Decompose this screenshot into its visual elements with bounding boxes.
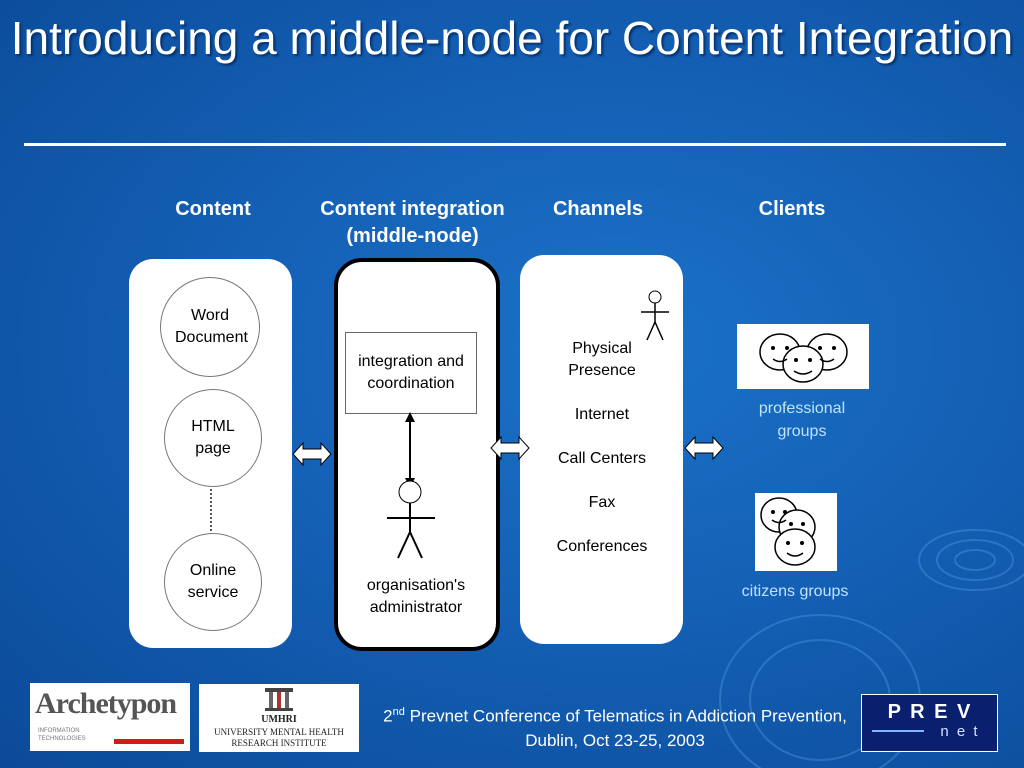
prevnet-logo-bottom: n e t [940,723,980,740]
title-divider [24,143,1006,146]
integration-box-label: integration and coordination [358,353,464,392]
administrator-figure-icon [387,480,435,559]
channel-fax: Fax [588,494,616,511]
umhri-logo-short: UMHRI [261,714,297,725]
column-header-channels: Channels [552,198,644,220]
content-item-word-document: Word Document [160,277,260,377]
slide-title: Introducing a middle-node for Content In… [10,12,1014,64]
channel-conferences: Conferences [556,538,648,555]
content-item-label: Word Document [175,307,248,346]
slide-footer: 2nd Prevnet Conference of Telematics in … [380,700,850,753]
umhri-pillar-icon [265,688,293,711]
double-arrow-vertical [405,412,415,488]
channels-panel [520,255,683,644]
channel-internet: Internet [574,406,630,423]
double-arrow-channels-clients [684,435,724,461]
archetypon-logo-sub: INFORMATION TECHNOLOGIES [38,728,86,742]
prevnet-logo: P R E V n e t [861,694,998,752]
archetypon-logo-bar [114,739,184,744]
citizens-groups-faces-icon [755,493,837,571]
column-header-clients: Clients [758,198,826,220]
professional-groups-faces-icon [737,324,869,389]
person-figure-icon [641,290,669,341]
footer-ordinal: 2 [383,706,393,726]
archetypon-logo-name: Archetypon [35,687,177,720]
column-header-content: Content [175,198,251,220]
content-item-html-page: HTML page [164,389,262,487]
footer-text: Prevnet Conference of Telematics in Addi… [404,706,847,750]
content-item-label: Online service [187,562,239,601]
prevnet-logo-top: P R E V [887,701,973,723]
channel-physical-presence: Physical Presence [568,340,636,379]
footer-ordinal-suffix: nd [392,706,405,718]
client-professional-groups: professional groups [758,400,846,440]
umhri-logo-long: UNIVERSITY MENTAL HEALTH RESEARCH INSTIT… [214,727,344,748]
content-item-online-service: Online service [164,533,262,631]
client-citizens-groups: citizens groups [741,583,849,600]
content-dotted-connector [210,489,212,531]
administrator-label: organisation's administrator [366,577,466,616]
column-header-integration: Content integration (middle-node) [320,198,505,247]
double-arrow-middle-channels [490,435,530,461]
prevnet-logo-line [872,730,924,732]
channel-call-centers: Call Centers [557,450,647,467]
double-arrow-content-middle [292,441,332,467]
umhri-logo: UMHRI UNIVERSITY MENTAL HEALTH RESEARCH … [199,684,359,752]
content-item-label: HTML page [191,418,235,457]
archetypon-logo: Archetypon INFORMATION TECHNOLOGIES [30,683,190,751]
integration-box: integration and coordination [345,332,477,414]
